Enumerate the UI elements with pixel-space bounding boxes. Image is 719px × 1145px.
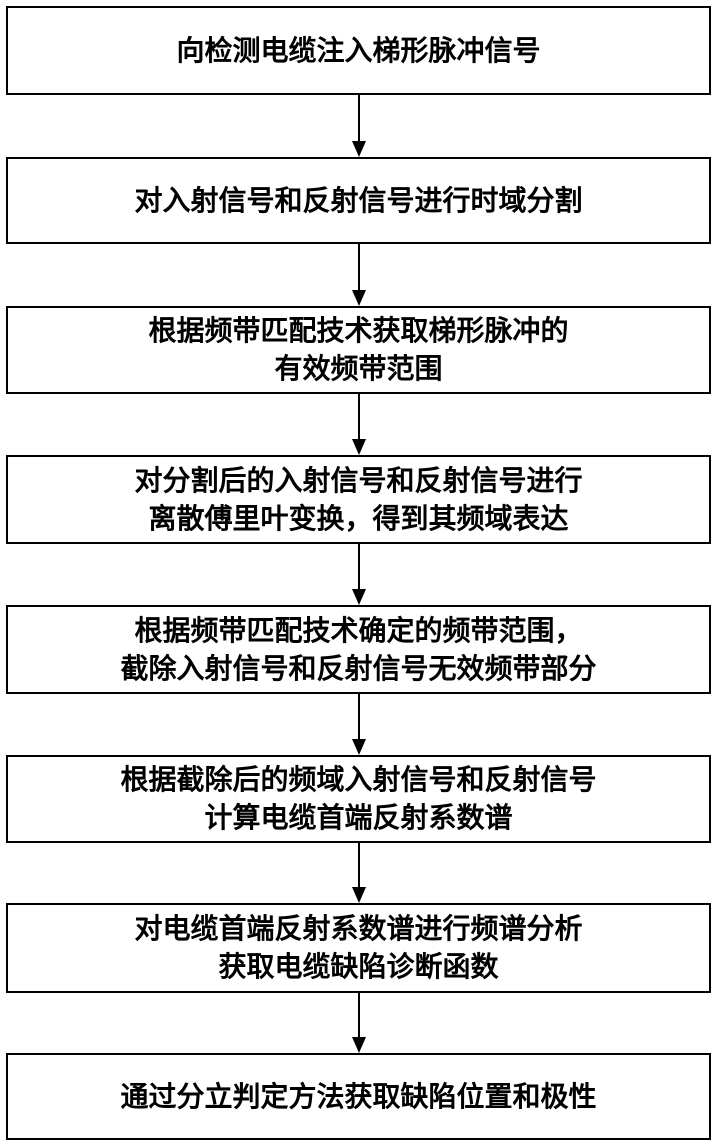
flow-step-3-line-2: 有效频带范围 — [274, 352, 443, 385]
flow-step-2: 对入射信号和反射信号进行时域分割 — [6, 157, 711, 244]
flow-step-7-line-2: 获取电缆缺陷诊断函数 — [218, 950, 499, 983]
arrow-7-to-8 — [352, 993, 366, 1053]
flow-step-7-line-1: 对电缆首端反射系数谱进行频谱分析 — [134, 912, 583, 945]
flow-step-7: 对电缆首端反射系数谱进行频谱分析 获取电缆缺陷诊断函数 — [6, 903, 711, 993]
flow-step-4: 对分割后的入射信号和反射信号进行 离散傅里叶变换，得到其频域表达 — [6, 455, 711, 544]
flow-step-3-line-1: 根据频带匹配技术获取梯形脉冲的 — [148, 314, 569, 347]
flow-step-1-text: 向检测电缆注入梯形脉冲信号 — [176, 33, 541, 67]
flow-step-5-line-1: 根据频带匹配技术确定的频带范围， — [134, 613, 583, 647]
arrow-3-to-4 — [352, 394, 366, 455]
flow-step-5: 根据频带匹配技术确定的频带范围， 截除入射信号和反射信号无效频带部分 — [6, 605, 711, 694]
flow-step-6-line-2: 计算电缆首端反射系数谱 — [204, 801, 513, 834]
flow-step-4-line-1: 对分割后的入射信号和反射信号进行 — [134, 463, 583, 497]
arrow-4-to-5 — [352, 544, 366, 605]
arrow-2-to-3 — [352, 244, 366, 306]
flow-step-2-text: 对入射信号和反射信号进行时域分割 — [134, 183, 583, 217]
flow-step-8-text: 通过分立判定方法获取缺陷位置和极性 — [120, 1079, 597, 1113]
flow-step-3: 根据频带匹配技术获取梯形脉冲的 有效频带范围 — [6, 306, 711, 394]
arrow-6-to-7 — [352, 843, 366, 903]
arrow-1-to-2 — [352, 95, 366, 157]
flow-step-6-line-1: 根据截除后的频域入射信号和反射信号 — [120, 763, 597, 796]
flow-step-8: 通过分立判定方法获取缺陷位置和极性 — [6, 1053, 711, 1140]
arrow-5-to-6 — [352, 694, 366, 755]
flow-step-5-line-2: 截除入射信号和反射信号无效频带部分 — [120, 651, 597, 685]
flow-step-4-line-2: 离散傅里叶变换，得到其频域表达 — [148, 501, 569, 535]
flow-step-6: 根据截除后的频域入射信号和反射信号 计算电缆首端反射系数谱 — [6, 755, 711, 843]
flow-step-1: 向检测电缆注入梯形脉冲信号 — [6, 6, 711, 95]
